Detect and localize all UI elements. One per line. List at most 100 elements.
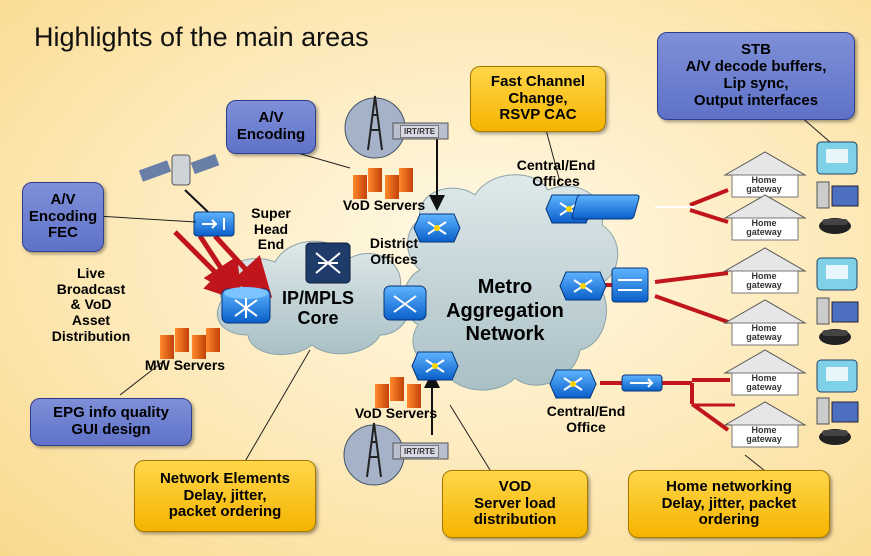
label-line: Central/End [516,157,596,173]
mw-servers-label: MW Servers [144,357,226,373]
central-router-mid-icon [559,271,607,301]
phone-icon-2 [819,329,851,345]
callout-line: Delay, jitter, packet [661,494,797,512]
ip-mpls-core-label: IP/MPLS Core [270,288,366,328]
label-line: Central/End [546,403,626,419]
label-line: Head [253,220,289,237]
label-line: Asset [71,312,111,329]
callout-line: VOD [498,477,532,495]
hg-line: Home [751,271,777,281]
irt-rte-tag-bottom: IRT/RTE [400,445,440,458]
label-line: End [257,236,285,253]
antenna-bottom-icon [343,422,405,486]
callout-av-encoding-fec: A/V Encoding FEC [22,182,104,252]
antenna-top-icon [344,95,406,159]
house-icon-2 [723,194,807,241]
metro-aggregation-label: Metro Aggregation Network [440,276,570,347]
label-line: District [369,235,419,251]
hg-line: gateway [746,434,782,445]
label-line: IP/MPLS [281,288,354,308]
callout-line: EPG info quality [53,404,169,422]
callout-fast-channel-change: Fast Channel Change, RSVP CAC [470,66,606,132]
phone-icon-3 [819,429,851,445]
callout-line: A/V decode buffers, [685,58,827,76]
callout-av-encoding: A/V Encoding [226,100,316,154]
core-router-icon [221,287,271,324]
house-icon-3 [723,247,807,294]
callout-line: Home networking [666,477,792,495]
callout-stb: STB A/V decode buffers, Lip sync, Output… [657,32,855,120]
callout-line: Encoding [236,126,306,143]
callout-line: Server load [474,494,556,512]
house-icon-4 [723,299,807,346]
tv-icon-3 [816,359,858,393]
central-router-bottom-icon [549,369,597,399]
label-line: Super [251,205,291,221]
metro-router-bottom-icon [411,351,459,381]
mw-servers-icon [160,328,220,359]
house-icon-1 [723,151,807,198]
callout-line: STB [741,41,771,59]
vod-servers-bottom-label: VoD Servers [354,405,438,421]
label-line: Live [76,265,105,281]
access-switch-mid-icon [611,267,649,303]
district-offices-label: District Offices [358,235,430,267]
callout-line: Delay, jitter, [183,486,267,504]
irt-rte-tag-top: IRT/RTE [400,125,440,138]
tv-icon-1 [816,141,858,175]
live-broadcast-label: Live Broadcast & VoD Asset Distribution [36,265,146,344]
pc-icon-1 [816,181,859,209]
central-end-office-label: Central/End Office [540,403,632,435]
phone-icon-1 [819,218,851,234]
callout-line: Output interfaces [693,91,819,109]
callout-line: A/V [258,109,284,127]
label-line: Network [465,323,545,346]
access-switch-bottom-icon [621,374,663,392]
core-switch-icon [305,242,351,284]
house-icon-6 [723,401,807,448]
hg-line: gateway [746,280,782,291]
hg-line: gateway [746,184,782,195]
callout-line: FEC [48,224,78,242]
page-title: Highlights of the main areas [34,22,369,52]
label-line: Aggregation [446,299,564,322]
callout-line: Network Elements [159,469,291,487]
label-line: Offices [532,172,580,189]
callout-line: Encoding [28,207,98,225]
label-line: Offices [370,250,418,267]
hg-line: gateway [746,332,782,343]
label-line: & VoD [70,296,112,313]
satellite-icon [138,153,220,186]
callout-epg: EPG info quality GUI design [30,398,192,446]
callout-line: Change, [508,89,568,107]
callout-line: Fast Channel [490,72,586,90]
callout-home-networking: Home networking Delay, jitter, packet or… [628,470,830,538]
callout-line: A/V [50,190,76,208]
callout-line: RSVP CAC [499,106,577,124]
callout-vod-server-load: VOD Server load distribution [442,470,588,538]
encoder-icon [193,211,235,237]
label-line: Broadcast [56,280,126,297]
callout-line: GUI design [71,421,151,438]
pc-icon-2 [816,297,859,325]
callout-line: distribution [473,511,557,529]
hg-line: Home [751,373,777,383]
hg-line: gateway [746,382,782,393]
label-line: Core [297,308,339,329]
central-end-offices-label: Central/End Offices [510,157,602,189]
metro-router-top-icon [413,213,461,243]
label-line: Metro [477,276,533,298]
super-head-end-label: Super Head End [246,205,296,253]
callout-line: ordering [698,511,760,529]
hg-line: Home [751,425,777,435]
callout-line: packet ordering [168,503,282,521]
pc-icon-3 [816,397,859,425]
vod-servers-bottom-icon [375,377,421,408]
